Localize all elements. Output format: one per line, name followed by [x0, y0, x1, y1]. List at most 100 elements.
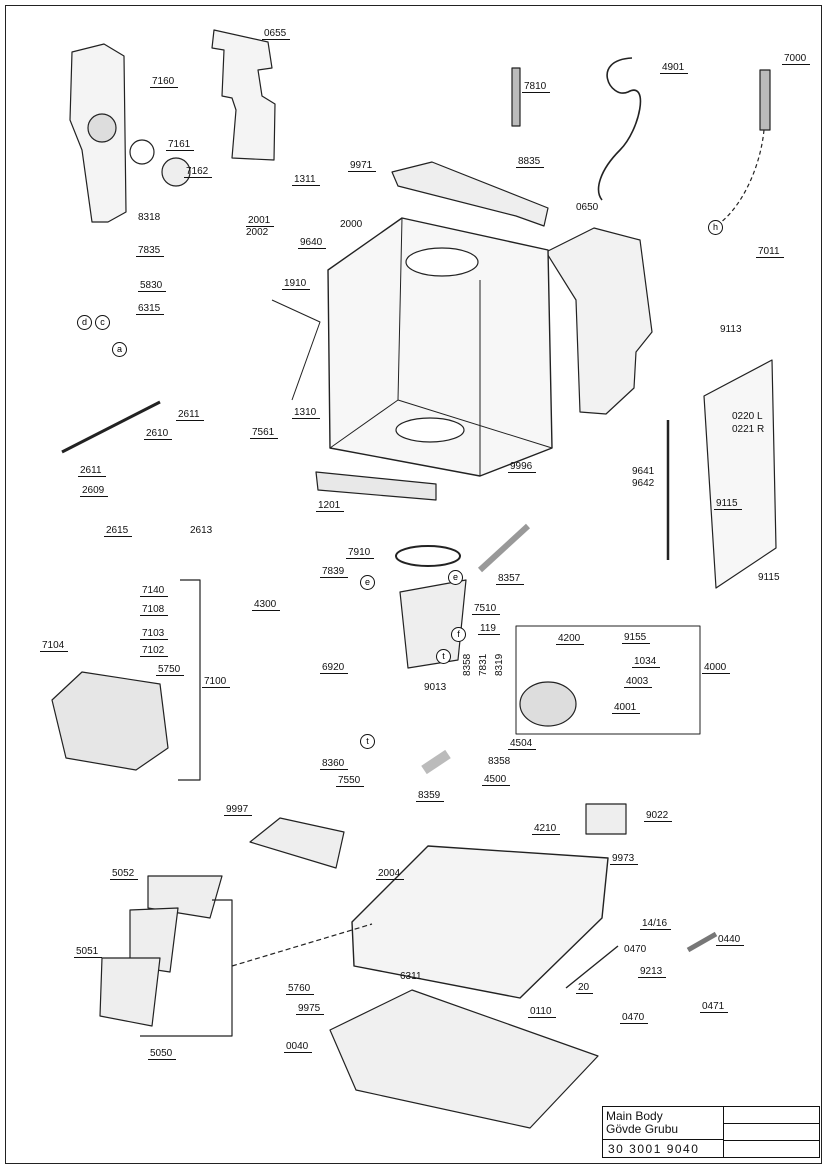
title-cell-blank-1: [723, 1106, 820, 1124]
part-7160-disc: [87, 113, 117, 143]
label-5830: 5830: [138, 280, 167, 292]
label-0470-bottom: 0470: [620, 1012, 649, 1024]
label-1201: 1201: [316, 500, 345, 512]
part-1201-bar: [315, 471, 437, 501]
part-2610-bar: [61, 400, 161, 454]
label-7160: 7160: [150, 76, 179, 88]
label-6311: 6311: [400, 971, 422, 982]
part-0655-panel: [211, 29, 276, 161]
label-7103: 7103: [140, 628, 169, 640]
label-7835: 7835: [136, 245, 165, 257]
label-4200: 4200: [556, 633, 585, 645]
label-4300: 4300: [252, 599, 281, 611]
label-9113: 9113: [720, 324, 742, 335]
label-7839: 7839: [320, 566, 349, 578]
label-2613: 2613: [190, 525, 213, 536]
label-5050: 5050: [148, 1048, 177, 1060]
callout-c: c: [95, 315, 110, 330]
label-5051: 5051: [74, 946, 103, 958]
label-2611-bottom: 2611: [78, 465, 106, 477]
label-8835: 8835: [516, 156, 545, 168]
label-2000: 2000: [340, 219, 363, 230]
label-2615: 2615: [104, 525, 133, 537]
label-7561: 7561: [250, 427, 279, 439]
title-name-en: Main Body: [606, 1109, 663, 1123]
callout-e2: e: [448, 570, 463, 585]
label-1034: 1034: [632, 656, 661, 668]
label-7161: 7161: [166, 139, 195, 151]
callout-f: f: [451, 627, 466, 642]
label-1910: 1910: [282, 278, 311, 290]
label-2002: 2002: [246, 227, 269, 238]
label-2609: 2609: [80, 485, 109, 497]
label-4000: 4000: [702, 662, 731, 674]
part-0040-bottom: [329, 989, 599, 1129]
callout-t2: t: [360, 734, 375, 749]
label-4001: 4001: [612, 702, 641, 714]
label-6315: 6315: [136, 303, 165, 315]
label-9997: 9997: [224, 804, 253, 816]
label-7011: 7011: [756, 246, 784, 258]
part-7810-rod: [511, 67, 521, 127]
label-7162: 7162: [184, 166, 213, 178]
label-7102: 7102: [140, 645, 169, 657]
part-4500-hose: [421, 749, 451, 775]
title-cell-blank-2: [723, 1123, 820, 1141]
label-7810: 7810: [522, 81, 551, 93]
label-9115-top: 9115: [714, 498, 742, 510]
label-7000: 7000: [782, 53, 811, 65]
part-2004-base: [351, 845, 609, 999]
callout-a: a: [112, 342, 127, 357]
label-0650: 0650: [576, 202, 599, 213]
title-block: Main Body Gövde Grubu 30 3001 9040: [602, 1106, 820, 1158]
title-cell-blank-3: [723, 1140, 820, 1158]
label-5750: 5750: [156, 664, 185, 676]
label-0221: 0221 R: [732, 424, 765, 435]
label-8358-vertical: 8358: [462, 653, 473, 676]
title-name-tr: Gövde Grubu: [606, 1122, 679, 1136]
label-7108: 7108: [140, 604, 169, 616]
label-7550: 7550: [336, 775, 365, 787]
label-1311: 1311: [292, 174, 320, 186]
label-9640: 9640: [298, 237, 327, 249]
label-5052: 5052: [110, 868, 139, 880]
label-2610: 2610: [144, 428, 173, 440]
label-9996: 9996: [508, 461, 537, 473]
drawing-frame: [5, 5, 822, 1164]
label-0655: 0655: [262, 28, 291, 40]
part-7000-sensor: [759, 69, 771, 131]
part-0220-side-panel: [703, 359, 777, 589]
label-9013: 9013: [424, 682, 447, 693]
label-14-16: 14/16: [640, 918, 672, 930]
label-9022: 9022: [644, 810, 673, 822]
label-8319: 8319: [494, 653, 505, 676]
label-0110: 0110: [528, 1006, 556, 1018]
label-0220: 0220 L: [732, 411, 763, 422]
label-1310: 1310: [292, 407, 321, 419]
label-9641: 9641: [632, 466, 655, 477]
label-2001: 2001: [246, 215, 275, 227]
part-0650-insulation: [545, 227, 653, 415]
label-0440: 0440: [716, 934, 745, 946]
label-4500: 4500: [482, 774, 511, 786]
callout-e1: e: [360, 575, 375, 590]
label-7910: 7910: [346, 547, 375, 559]
label-4003: 4003: [624, 676, 653, 688]
part-4000-box: [515, 625, 701, 735]
label-9155: 9155: [622, 632, 651, 644]
label-9971: 9971: [348, 160, 377, 172]
label-20: 20: [576, 982, 594, 994]
label-8318: 8318: [138, 212, 161, 223]
part-9022-board: [585, 803, 627, 835]
label-7510: 7510: [472, 603, 501, 615]
label-7140: 7140: [140, 585, 169, 597]
part-code: 30 3001 9040: [608, 1142, 700, 1156]
part-9997-cover: [249, 817, 345, 869]
label-7100: 7100: [202, 676, 231, 688]
label-4901: 4901: [660, 62, 689, 74]
callout-h: h: [708, 220, 723, 235]
label-2004: 2004: [376, 868, 405, 880]
part-9971-rail: [391, 161, 549, 227]
label-8357: 8357: [496, 573, 525, 585]
